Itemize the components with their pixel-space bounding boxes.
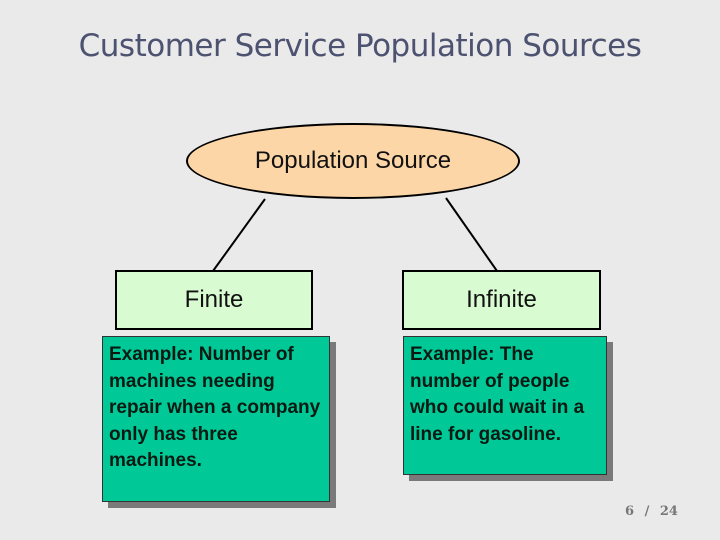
example-finite-text: Example: Number of machines needing repa…	[109, 344, 321, 471]
root-node-population-source: Population Source	[186, 123, 520, 199]
node-finite: Finite	[115, 270, 313, 330]
node-infinite: Infinite	[402, 270, 601, 330]
root-node-label: Population Source	[254, 147, 452, 174]
connector-root-finite	[212, 198, 266, 272]
example-infinite-box: Example: The number of people who could …	[403, 336, 607, 475]
example-finite-box: Example: Number of machines needing repa…	[102, 336, 330, 502]
page-number: 6 / 24	[625, 504, 678, 519]
slide-title: Customer Service Population Sources	[78, 28, 642, 64]
node-finite-label: Finite	[184, 286, 244, 313]
node-infinite-label: Infinite	[466, 286, 537, 313]
example-infinite-text: Example: The number of people who could …	[410, 344, 585, 445]
connector-root-infinite	[445, 197, 498, 272]
